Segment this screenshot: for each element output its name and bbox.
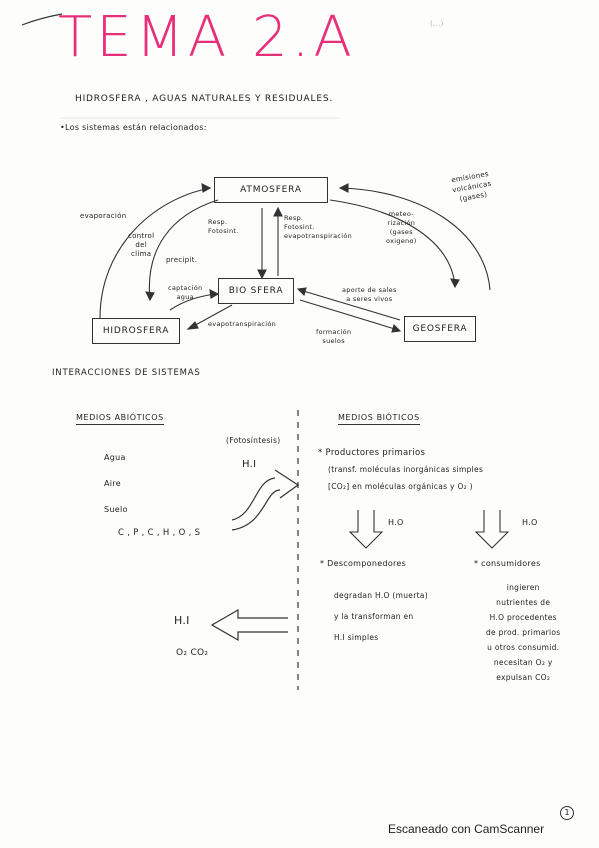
atmosfera-box: ATMOSFERA — [214, 177, 328, 203]
label-evaporacion: evaporación — [80, 212, 127, 220]
interacciones-heading: INTERACCIONES DE SISTEMAS — [52, 368, 201, 378]
elements-list: C , P , C , H , O , S — [118, 528, 201, 538]
arrow-aporte-sales — [299, 289, 401, 321]
label-resp-fotosint-left: Resp. Fotosint. — [208, 218, 239, 235]
bioticos-heading: MEDIOS BIÓTICOS — [338, 413, 420, 425]
scanner-watermark: Escaneado con CamScanner — [388, 822, 545, 836]
abiotic-item-aire: Aire — [104, 479, 121, 488]
subtitle: HIDROSFERA , AGUAS NATURALES Y RESIDUALE… — [75, 94, 333, 104]
hi-left-arrow — [210, 608, 288, 642]
label-evapotranspiracion: evapotranspiración — [208, 320, 277, 328]
consumidores-heading: * consumidores — [474, 559, 541, 568]
label-control-clima: control del clima — [128, 232, 155, 258]
descomponedores-heading: * Descomponedores — [320, 559, 407, 568]
corner-note: (...) — [430, 20, 444, 28]
productores-desc-2: [CO₂] en moléculas orgánicas y O₂ ) — [328, 482, 473, 491]
ho-label-left: H.O — [388, 518, 404, 527]
page-title: TEMA 2.A — [58, 5, 356, 70]
arrow-meteorizacion — [329, 199, 456, 286]
hi-curved-arrow — [231, 469, 300, 531]
label-resp-fotosint-right: Resp. Fotosint. evapotranspiración — [284, 214, 353, 240]
atmosfera-label: ATMOSFERA — [240, 185, 302, 195]
abiotic-item-agua: Agua — [104, 453, 126, 462]
arrow-formacion-suelos — [299, 299, 399, 331]
arrow-down-left — [348, 510, 384, 549]
fotosintesis-label: (Fotosíntesis) — [226, 436, 281, 445]
hi-label-left: H.I — [174, 614, 190, 627]
hidrosfera-label: HIDROSFERA — [102, 326, 170, 336]
arrow-evaporacion — [99, 187, 211, 319]
productores-heading: * Productores primarios — [318, 448, 426, 458]
label-captacion: captación agua — [168, 284, 203, 301]
page-number: 1 — [560, 806, 574, 820]
hi-label-top: H.I — [242, 459, 257, 470]
label-precipit: precipit. — [166, 256, 198, 264]
arrow-down-right — [474, 510, 510, 549]
gases-label: O₂ CO₂ — [176, 648, 209, 658]
ho-label-right: H.O — [522, 518, 538, 527]
biosfera-box: BIO SFERA — [218, 278, 294, 304]
abiotic-item-suelo: Suelo — [104, 505, 128, 514]
consumidores-desc: ingieren nutrientes de H.O procedentes d… — [486, 583, 561, 682]
hidrosfera-box: HIDROSFERA — [92, 318, 180, 344]
arrow-precipitacion — [148, 199, 219, 301]
arrow-evapotranspiracion — [189, 304, 233, 329]
geosfera-box: GEOSFERA — [404, 316, 476, 342]
label-aporte-sales: aporte de sales a seres vivos — [342, 286, 397, 303]
productores-desc-1: (transf. moléculas inorgánicas simples — [328, 465, 484, 474]
label-meteorizacion: meteo- rización (gases oxigeno) — [386, 210, 417, 245]
arrow-emisiones — [339, 187, 491, 291]
geosfera-label: GEOSFERA — [412, 324, 468, 334]
label-formacion-suelos: formación suelos — [316, 328, 352, 345]
intro-text: •Los sistemas están relacionados: — [60, 123, 207, 132]
descomponedores-desc: degradan H.O (muerta) y la transforman e… — [334, 591, 428, 642]
abioticos-heading: MEDIOS ABIÓTICOS — [76, 413, 164, 425]
biosfera-label: BIO SFERA — [228, 286, 284, 296]
